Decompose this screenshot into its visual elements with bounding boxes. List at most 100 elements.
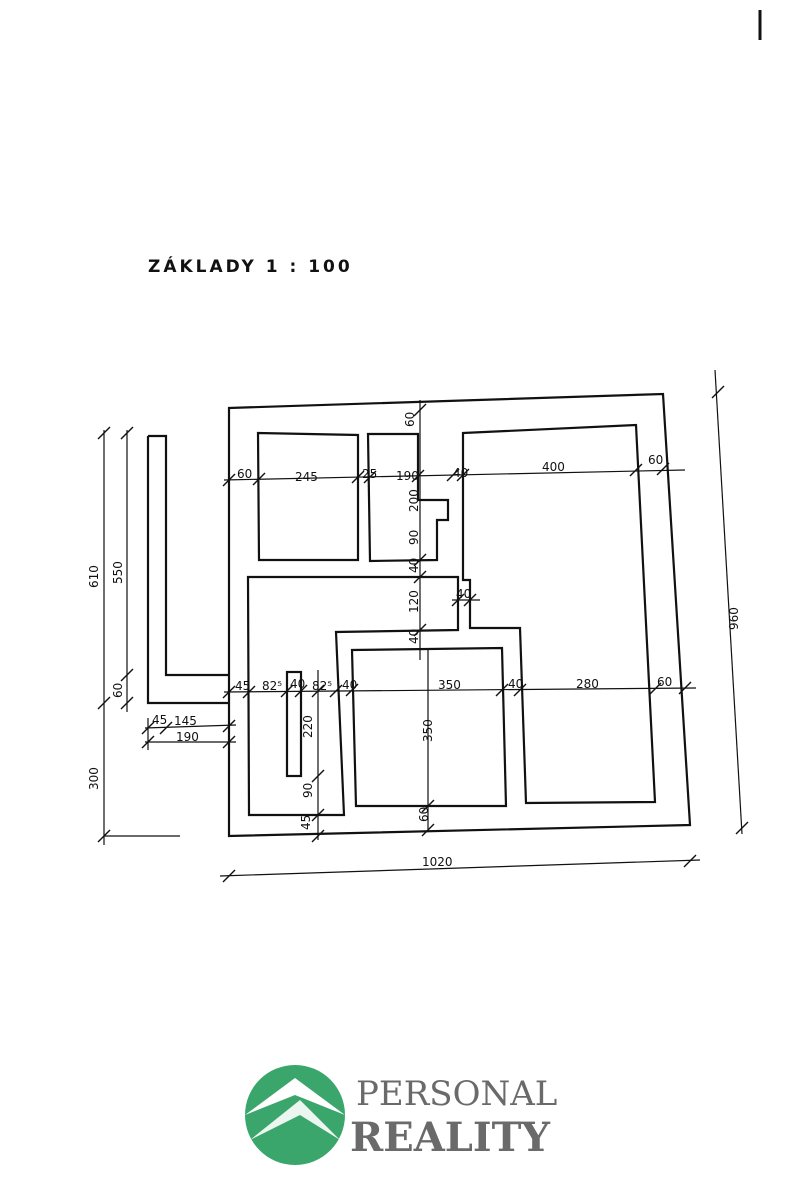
dimension-tick xyxy=(656,462,670,476)
dimension-tick xyxy=(141,735,155,749)
logo-roof-icon xyxy=(245,1078,345,1115)
dimension-tick xyxy=(120,668,134,682)
dimension-tick xyxy=(513,683,527,697)
dimline-middle xyxy=(223,687,697,693)
dim-200: 200 xyxy=(407,489,421,512)
dimline-top xyxy=(223,469,686,481)
dimension-tick xyxy=(735,821,749,835)
dim-40-vertical-b: 40 xyxy=(407,629,421,644)
left-strip-inner xyxy=(148,434,229,677)
dimline-total xyxy=(219,859,701,877)
dimension-tick xyxy=(413,553,427,567)
dim-60-vertical-top: 60 xyxy=(403,412,417,427)
dimension-tick xyxy=(222,685,236,699)
dimension-tick xyxy=(311,684,325,698)
dimension-tick xyxy=(411,469,425,483)
dim-90-lower: 90 xyxy=(301,783,315,798)
drawing-title: ZÁKLADY 1 : 100 xyxy=(148,255,353,277)
logo-line1: PERSONAL xyxy=(356,1074,557,1114)
dim-60-mid: 60 xyxy=(657,675,672,689)
dim-610: 610 xyxy=(87,565,101,588)
dimension-tick xyxy=(463,593,477,607)
dimension-ticks xyxy=(97,385,749,883)
dim-825-a: 82⁵ xyxy=(262,679,282,693)
logo-roof-lower-icon xyxy=(250,1100,340,1140)
room-center-bottom xyxy=(350,646,508,808)
dimension-tick xyxy=(97,426,111,440)
room-right xyxy=(461,423,657,805)
dimension-tick xyxy=(159,721,173,735)
dim-120: 120 xyxy=(407,590,421,613)
dimension-tick xyxy=(222,869,236,883)
personal-reality-logo: PERSONAL REALITY xyxy=(245,1065,557,1165)
dim-40-small: 40 xyxy=(456,587,471,601)
left-strip-outer xyxy=(146,436,229,705)
dim-45-bottom: 45 xyxy=(299,815,313,830)
dimension-tick xyxy=(329,684,343,698)
dimension-tick xyxy=(252,472,266,486)
dimension-tick xyxy=(120,426,134,440)
dimension-tick xyxy=(222,719,236,733)
dim-60-bottom: 60 xyxy=(417,807,431,822)
room-top-left xyxy=(256,431,360,562)
dimension-tick xyxy=(495,683,509,697)
dim-550: 550 xyxy=(111,561,125,584)
dimension-tick xyxy=(683,854,697,868)
dimline-right xyxy=(714,369,743,835)
logo-line2: REALITY xyxy=(350,1114,550,1161)
room-top-middle xyxy=(366,432,450,563)
dimension-tick xyxy=(413,403,427,417)
dim-40-mid-c: 40 xyxy=(508,677,523,691)
dim-280: 280 xyxy=(576,677,599,691)
dimension-tick xyxy=(351,470,365,484)
dim-190: 190 xyxy=(396,469,419,483)
dim-960: 960 xyxy=(727,607,741,630)
dim-60-top-left: 60 xyxy=(237,467,252,481)
dimension-tick xyxy=(345,683,359,697)
dimension-tick xyxy=(678,681,692,695)
pier xyxy=(285,670,303,778)
dimension-tick xyxy=(446,468,460,482)
dimension-tick xyxy=(711,385,725,399)
dim-60-left: 60 xyxy=(111,683,125,698)
dim-350-horizontal: 350 xyxy=(438,678,461,692)
dim-40-mid-a: 40 xyxy=(290,677,305,691)
dimension-tick xyxy=(242,685,256,699)
dimension-tick xyxy=(222,473,236,487)
dimension-tick xyxy=(413,623,427,637)
dim-60-top-right: 60 xyxy=(648,453,663,467)
dim-45-step: 45 xyxy=(152,713,167,727)
dim-1020: 1020 xyxy=(422,855,453,869)
dim-40-top: 40 xyxy=(453,466,468,480)
dimension-tick xyxy=(451,593,465,607)
dimension-tick xyxy=(629,463,643,477)
dimension-tick xyxy=(294,684,308,698)
room-lower-left xyxy=(246,575,460,817)
dim-90-upper: 90 xyxy=(407,530,421,545)
outer-foundation-outline xyxy=(227,392,692,838)
dim-45-mid: 45 xyxy=(235,679,250,693)
dimension-tick xyxy=(141,721,155,735)
dimension-tick xyxy=(311,808,325,822)
dimension-tick xyxy=(421,823,435,837)
dim-40-mid-b: 40 xyxy=(342,678,357,692)
dim-300: 300 xyxy=(87,767,101,790)
dimension-tick xyxy=(456,468,470,482)
dimension-tick xyxy=(363,470,377,484)
dimension-tick xyxy=(311,769,325,783)
dimension-tick xyxy=(413,570,427,584)
dim-145: 145 xyxy=(174,714,197,728)
dim-25: 25 xyxy=(362,467,377,481)
dim-190-step: 190 xyxy=(176,730,199,744)
dimension-tick xyxy=(280,684,294,698)
dimline-step-145 xyxy=(144,724,237,729)
dim-350-vertical: 350 xyxy=(421,719,435,742)
dimension-tick xyxy=(97,696,111,710)
dimension-tick xyxy=(311,829,325,843)
dim-825-b: 82⁵ xyxy=(312,679,332,693)
dim-40-vertical-a: 40 xyxy=(407,558,421,573)
dimension-tick xyxy=(648,682,662,696)
dimension-tick xyxy=(222,735,236,749)
dimension-tick xyxy=(97,829,111,843)
